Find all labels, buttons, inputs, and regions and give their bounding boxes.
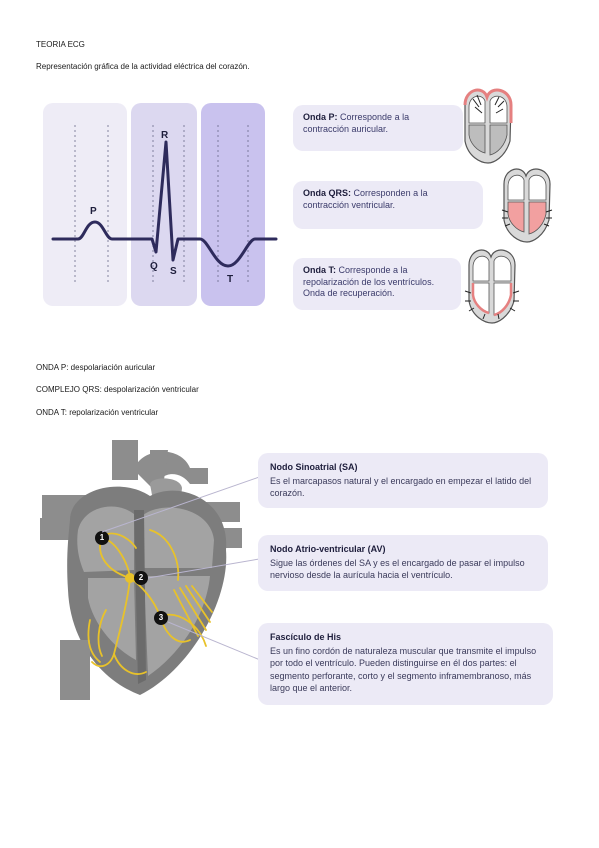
note-t-text: Corresponde a la repolarización de los v… (303, 265, 435, 298)
note-t-wave: Onda T: Corresponde a la repolarización … (293, 258, 461, 310)
card-sa-text: Es el marcapasos natural y el encargado … (270, 475, 532, 499)
note-p-text: Corresponde a la contracción auricular. (303, 112, 410, 134)
note-p-title: Onda P: (303, 112, 338, 122)
label-r: R (161, 130, 169, 141)
card-sinoatrial-node: Nodo Sinoatrial (SA) Es el marcapasos na… (258, 453, 548, 508)
ecg-panel-p (43, 103, 127, 306)
label-t: T (227, 274, 234, 285)
note-qrs-wave: Onda QRS: Corresponden a la contracción … (293, 181, 483, 229)
heart-conduction-illustration (40, 440, 265, 700)
card-atrioventricular-node: Nodo Atrio-ventricular (AV) Sigue las ór… (258, 535, 548, 591)
page-subtitle: Representación gráfica de la actividad e… (36, 62, 250, 71)
summary-p-wave: ONDA P: despolariación auricular (36, 363, 156, 372)
label-s: S (170, 266, 177, 277)
heart-repolarization-icon (464, 249, 520, 324)
marker-1: 1 (99, 533, 105, 542)
label-p: P (90, 206, 97, 217)
card-his-bundle: Fascículo de His Es un fino cordón de na… (258, 623, 553, 705)
note-qrs-text: Corresponden a la contracción ventricula… (303, 188, 428, 210)
note-qrs-title: Onda QRS: (303, 188, 352, 198)
card-his-text: Es un fino cordón de naturaleza muscular… (270, 645, 537, 694)
page-title: TEORIA ECG (36, 40, 85, 49)
note-t-title: Onda T: (303, 265, 336, 275)
card-sa-title: Nodo Sinoatrial (SA) (270, 462, 358, 472)
label-q: Q (150, 261, 158, 272)
note-p-wave: Onda P: Corresponde a la contracción aur… (293, 105, 463, 151)
ecg-panel-t (201, 103, 265, 306)
card-av-text: Sigue las órdenes del SA y es el encarga… (270, 557, 525, 581)
heart-atrial-contraction-icon (463, 88, 513, 164)
ecg-waveform (51, 125, 278, 285)
heart-ventricular-contraction-icon (501, 168, 553, 243)
card-his-title: Fascículo de His (270, 632, 342, 642)
marker-3: 3 (158, 613, 164, 622)
marker-2: 2 (138, 573, 144, 582)
summary-t-wave: ONDA T: repolarización ventricular (36, 408, 159, 417)
summary-qrs-complex: COMPLEJO QRS: despolarización ventricula… (36, 385, 199, 394)
card-av-title: Nodo Atrio-ventricular (AV) (270, 544, 386, 554)
ecg-panel-qrs (131, 103, 197, 306)
